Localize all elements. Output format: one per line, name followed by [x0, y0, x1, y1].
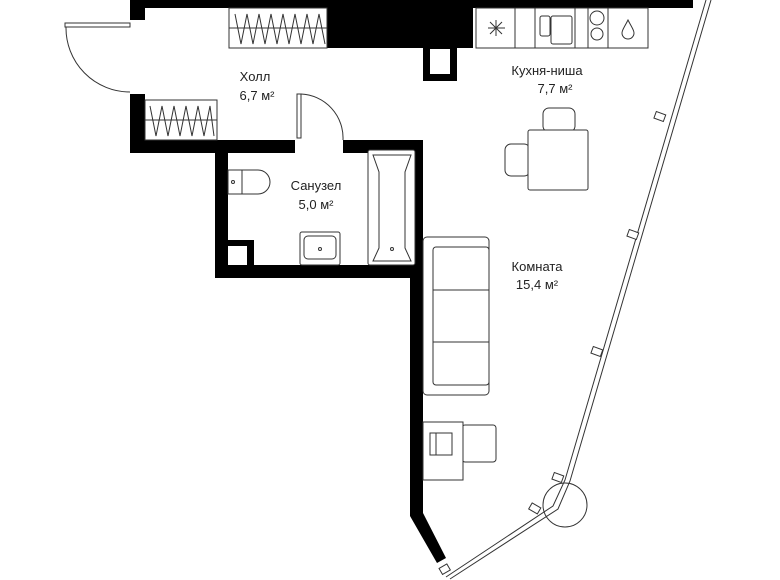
wall-bath-left: [215, 140, 228, 278]
window-facade: [438, 0, 712, 580]
wall-pillar: [423, 48, 457, 81]
room-area: 7,7 м²: [538, 81, 574, 96]
wardrobe-top: [228, 7, 328, 49]
bathtub: [367, 149, 416, 266]
wardrobe-hall: [144, 99, 218, 141]
wall-hall-bottom: [130, 140, 295, 153]
room-name: Санузел: [291, 178, 342, 193]
wall-block: [327, 0, 473, 48]
wall-bath-bottom: [215, 265, 423, 278]
room-area: 15,4 м²: [516, 277, 559, 292]
room-label-living: Комната 15,4 м²: [512, 259, 564, 292]
bathroom-door[interactable]: [296, 93, 344, 141]
toilet: [227, 169, 271, 195]
room-area: 6,7 м²: [240, 88, 276, 103]
room-area: 5,0 м²: [299, 197, 335, 212]
water-drop-icon: [621, 18, 635, 40]
room-name: Кухня-ниша: [511, 63, 583, 78]
room-label-kitchen: Кухня-ниша 7,7 м²: [511, 63, 583, 96]
entrance-door[interactable]: [64, 22, 131, 93]
wall-room-left: [410, 140, 446, 563]
desk-chair: [461, 424, 497, 463]
desk: [422, 421, 497, 481]
computer-icon: [429, 432, 453, 456]
walls: [130, 0, 693, 563]
kitchen-counter: [475, 7, 649, 49]
sink-icon: [539, 15, 551, 37]
sofa: [422, 236, 490, 396]
dining-table: [504, 107, 589, 191]
stove-icon: [589, 10, 605, 26]
room-label-hall: Холл 6,7 м²: [240, 69, 276, 103]
room-name: Комната: [512, 259, 564, 274]
fridge-icon: [488, 20, 505, 36]
wall-entrance-bottom: [130, 94, 145, 153]
room-name: Холл: [240, 69, 271, 84]
window-door-swing: [542, 482, 588, 528]
washbasin: [299, 231, 341, 266]
wall-entrance-top: [130, 0, 145, 20]
room-label-bathroom: Санузел 5,0 м²: [291, 178, 342, 212]
wall-shaft: [228, 240, 254, 265]
